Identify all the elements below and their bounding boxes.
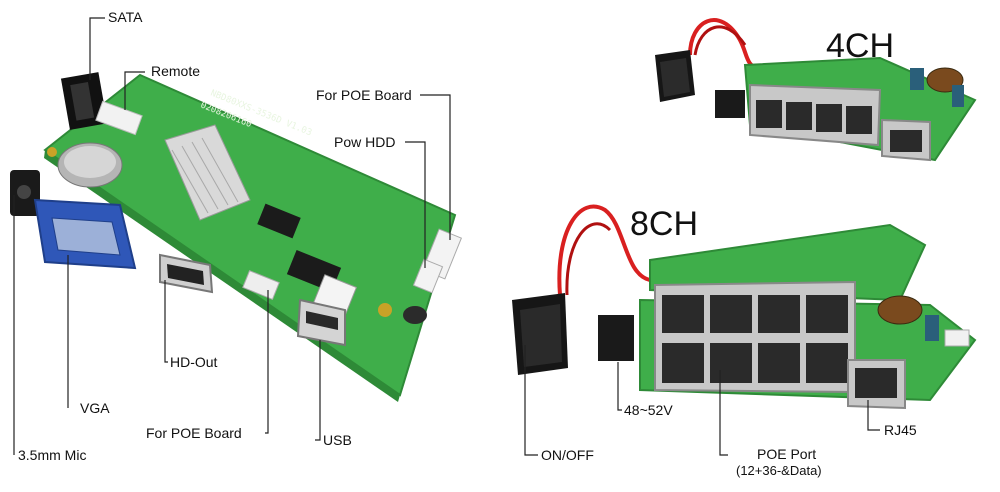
hdmi-connector [159,253,214,294]
label-rj45: RJ45 [884,422,917,438]
poe-board-header-bottom [242,270,280,300]
power-cable [557,204,651,296]
label-poe-port: POE Port [757,446,817,462]
rj45-ports-8ch [654,280,856,394]
label-pow-hdd: Pow HDD [334,134,396,150]
inductor [877,295,923,325]
chip [257,203,301,239]
title-4ch: 4CH [826,27,895,65]
label-power-input: 48~52V [624,402,673,418]
heatsink [164,124,251,221]
rj45-ports-4ch [749,83,882,147]
header [944,329,970,347]
title-8ch: 8CH [630,205,699,243]
capacitor [952,85,964,107]
label-hd-out: HD-Out [170,354,218,370]
nvr-board: NBD80XXS-3536D V1.03 0208206160 [10,72,463,402]
label-for-poe-board-top: For POE Board [316,87,412,103]
label-mic: 3.5mm Mic [18,447,87,463]
capacitor [403,306,427,324]
pow-hdd-header [412,258,444,294]
capacitor [925,315,939,341]
poe-8ch-board [512,204,977,410]
poe-8ch-leader-lines [524,345,880,456]
label-poe-port-detail: (12+36-&Data) [736,463,822,478]
label-usb: USB [323,432,352,448]
label-for-poe-board-bottom: For POE Board [146,425,242,441]
rj45-uplink-4ch [881,118,931,162]
vga-connector [33,198,137,270]
poe-4ch-board [655,18,977,162]
rj45-uplink-8ch [847,359,906,410]
dc-jack-8ch [598,315,634,361]
label-remote: Remote [151,63,201,79]
nvr-leader-lines [13,17,451,455]
dc-jack-4ch [715,90,745,118]
usb-connector [296,298,346,347]
capacitor [910,68,924,90]
label-sata: SATA [108,9,143,25]
remote-header [95,100,143,136]
label-vga: VGA [80,400,110,416]
label-on-off: ON/OFF [541,447,594,463]
